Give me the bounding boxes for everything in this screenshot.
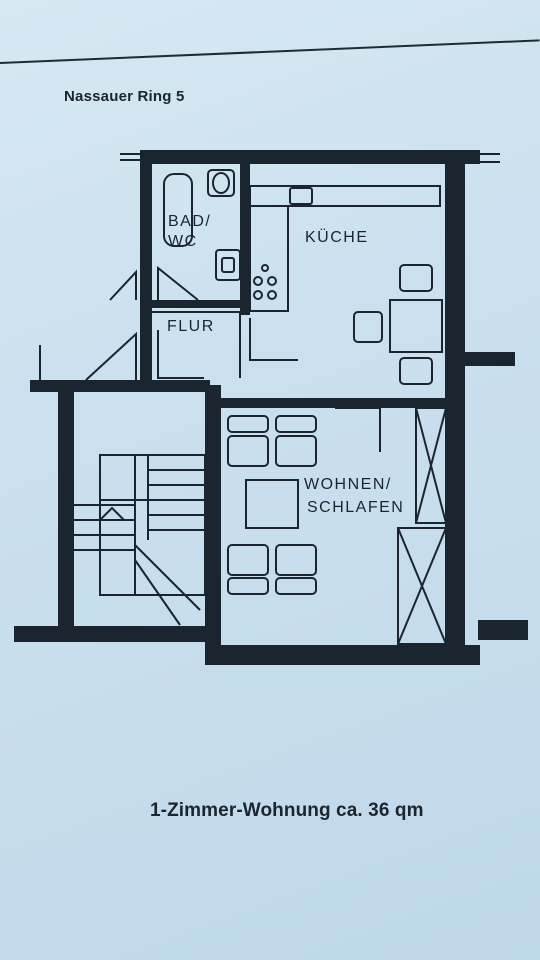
kitchen-counter-side <box>249 205 289 312</box>
door-hall-left <box>85 331 137 381</box>
wall-right-stub <box>465 352 515 366</box>
wall-bath-bottom <box>140 300 250 308</box>
stove-burner <box>253 276 263 286</box>
door-living <box>335 407 381 452</box>
staircase <box>99 454 206 596</box>
bathtub <box>163 173 193 247</box>
wall-bath-left <box>140 150 152 390</box>
address-heading: Nassauer Ring 5 <box>64 88 185 105</box>
kitchen-table <box>389 299 443 353</box>
wall-kitchen-left <box>240 150 250 315</box>
kitchen-counter-top <box>249 185 441 207</box>
coffee-table <box>245 479 299 529</box>
room-label-kitchen: KÜCHE <box>305 228 369 246</box>
wardrobe-upper <box>415 407 447 524</box>
room-label-bath-2: WC <box>168 233 198 250</box>
room-label-bath: BAD/ <box>168 213 211 230</box>
door-hall <box>157 330 204 379</box>
sofa-top-left <box>227 435 269 467</box>
wall-bottom-left <box>14 626 209 642</box>
kitchen-chair <box>399 264 433 292</box>
wall-right <box>445 160 465 660</box>
wall-top <box>140 150 480 164</box>
wall-right-bottom <box>478 620 528 640</box>
toilet-bowl <box>212 172 230 194</box>
armchair <box>227 415 269 433</box>
door-bath <box>157 265 199 301</box>
wall-living-left <box>205 385 221 665</box>
room-label-living: WOHNEN/ <box>304 476 392 493</box>
sofa-bottom-left <box>227 544 269 576</box>
room-label-hall: FLUR <box>167 318 215 335</box>
toilet-tank <box>207 169 235 197</box>
wall-stair-top <box>30 380 210 392</box>
door-kitchen <box>249 318 298 361</box>
apartment-caption: 1-Zimmer-Wohnung ca. 36 qm <box>150 800 424 821</box>
door-bath-left <box>109 269 137 301</box>
wardrobe-lower <box>397 527 447 645</box>
room-label-living-2: SCHLAFEN <box>307 499 404 516</box>
wall-living-top <box>205 398 455 408</box>
wall-bottom-main <box>205 645 480 665</box>
wall-stair-left <box>58 385 74 640</box>
wash-basin <box>215 249 241 281</box>
